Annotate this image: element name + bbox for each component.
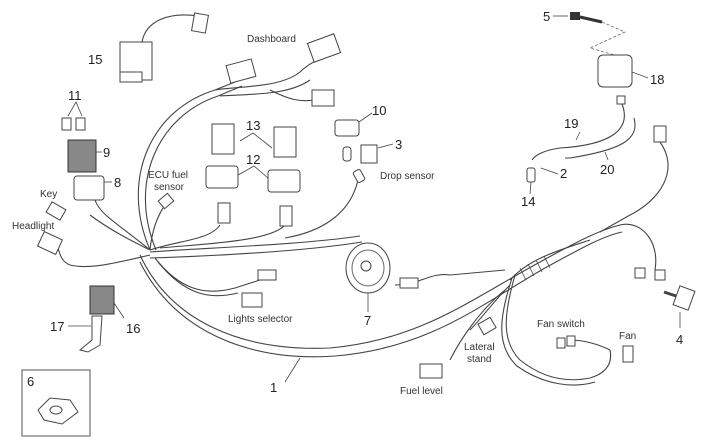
part-number-14: 14 <box>521 194 535 209</box>
part-number-1: 1 <box>270 380 277 395</box>
part-20-hose <box>565 117 636 159</box>
lateral-stand-connector <box>477 316 497 336</box>
part-number-19: 19 <box>564 116 578 131</box>
harness-connector-top <box>225 58 257 84</box>
part-number-15: 15 <box>88 52 102 67</box>
part-7-horn <box>345 242 506 312</box>
part-number-10: 10 <box>372 103 386 118</box>
lights-selector-connector-a <box>257 269 277 281</box>
part-number-20: 20 <box>600 162 614 177</box>
key-connector <box>45 201 67 221</box>
rear-upper-connector <box>653 125 667 143</box>
part-number-12: 12 <box>246 152 260 167</box>
rear-light-connector-b <box>654 269 666 281</box>
fuel-level-connector <box>419 363 443 379</box>
part-14-connector <box>526 167 536 183</box>
label-lateral-stand-1: Lateral <box>464 342 495 353</box>
label-fan-switch: Fan switch <box>537 319 585 330</box>
label-headlight: Headlight <box>12 221 54 232</box>
ecu-fuel-sensor-wire <box>149 204 166 251</box>
drop-sensor-plug <box>342 146 352 162</box>
headlight-connector <box>36 230 64 256</box>
part-19-hose <box>531 103 625 161</box>
part-number-8: 8 <box>114 175 121 190</box>
relay-plug-right <box>279 205 293 227</box>
part-number-5: 5 <box>543 9 550 24</box>
label-fuel-level: Fuel level <box>400 386 443 397</box>
harness-connector-side <box>311 89 335 107</box>
part-number-17: 17 <box>50 319 64 334</box>
part-8-holder <box>73 175 105 201</box>
part-number-4: 4 <box>676 332 683 347</box>
leader-13 <box>239 132 273 149</box>
part-5-screw <box>553 12 626 57</box>
part-number-7: 7 <box>364 313 371 328</box>
part-11-fuse-left <box>61 117 72 131</box>
part-4-bulb <box>663 285 696 328</box>
label-ecu-fuel-sensor-2: sensor <box>154 182 185 193</box>
label-lights-selector: Lights selector <box>228 314 293 325</box>
fan-switch-connector-b <box>566 335 576 347</box>
part-number-18: 18 <box>650 72 664 87</box>
label-drop-sensor: Drop sensor <box>380 171 435 182</box>
part-17-bracket <box>78 315 103 353</box>
fan-connector <box>622 345 634 363</box>
leader-12 <box>237 165 269 179</box>
part-6-box <box>21 369 91 437</box>
fan-switch-connector-a <box>556 337 566 349</box>
relay-plug-left <box>217 202 231 224</box>
part-16-flasher <box>89 285 115 315</box>
drop-sensor-connector <box>352 169 366 183</box>
relay-wire-right <box>159 224 286 249</box>
relay-wire-left <box>149 224 221 251</box>
part-13-relay-left <box>211 123 235 155</box>
part-3 <box>360 144 378 164</box>
rear-upper-wire <box>599 141 669 233</box>
drop-sensor-wire <box>284 179 359 239</box>
part-number-11: 11 <box>68 88 82 103</box>
part-number-2: 2 <box>560 166 567 181</box>
label-ecu-fuel-sensor-1: ECU fuel <box>148 170 188 181</box>
part-12-holder-left <box>205 165 239 189</box>
label-lateral-stand-2: stand <box>467 354 491 365</box>
part-number-6: 6 <box>27 374 34 389</box>
part-number-16: 16 <box>126 321 140 336</box>
part-9-fuse-box <box>67 139 97 173</box>
part-11-fuse-right <box>75 117 86 131</box>
rear-light-connector-a <box>634 267 646 279</box>
part-number-9: 9 <box>103 145 110 160</box>
part-number-13: 13 <box>246 118 260 133</box>
part-13-relay-right <box>273 126 297 158</box>
part-12-holder-right <box>267 169 301 193</box>
dashboard-connector <box>306 33 342 63</box>
part-18-sensor <box>597 54 649 105</box>
label-key: Key <box>40 189 57 200</box>
part-15-module <box>119 12 210 83</box>
label-fan: Fan <box>619 331 636 342</box>
lights-selector-connector-b <box>241 292 263 308</box>
main-harness <box>57 51 657 386</box>
label-dashboard: Dashboard <box>247 34 296 45</box>
part-10-drop-sensor <box>334 119 360 137</box>
part-number-3: 3 <box>395 137 402 152</box>
ecu-fuel-sensor-connector <box>157 192 175 210</box>
